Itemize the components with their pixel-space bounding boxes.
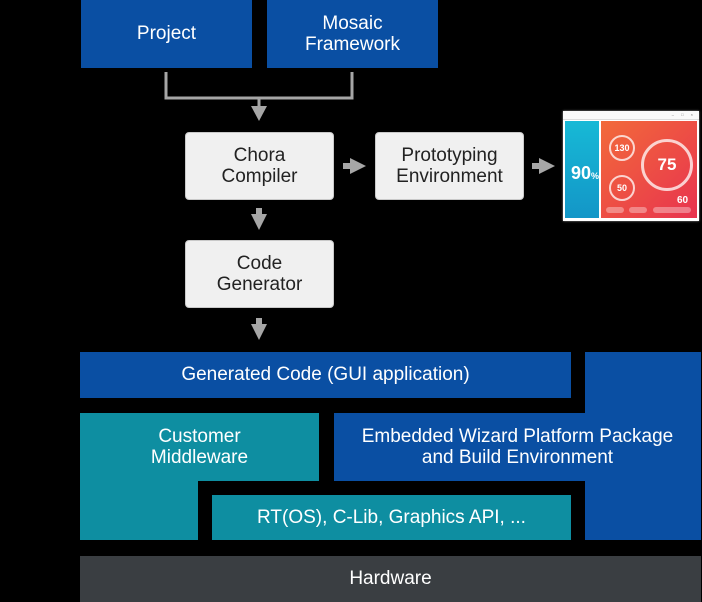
prototyping-environment-box: Prototyping Environment — [375, 132, 524, 200]
preview-readout: 60 — [677, 195, 689, 206]
arrow-to-generator — [251, 214, 267, 230]
window-controls-icon: – □ × — [671, 112, 696, 117]
platform-package-box: Embedded Wizard Platform Package and Bui… — [334, 413, 701, 481]
preview-humidity-value: 90% — [571, 163, 600, 183]
rtos-box: RT(OS), C-Lib, Graphics API, ... — [212, 495, 571, 540]
preview-gauge-small-top: 130 — [609, 135, 635, 161]
hardware-box: Hardware — [80, 556, 701, 602]
preview-gauge-small-bottom: 50 — [609, 175, 635, 201]
project-box: Project — [81, 0, 252, 68]
prototype-app-preview: – □ × 90% 130 50 75 60 — [563, 111, 699, 221]
arrow-to-compiler — [251, 106, 267, 121]
chora-compiler-box: Chora Compiler — [185, 132, 334, 200]
generated-code-box: Generated Code (GUI application) — [80, 352, 571, 398]
arrow-to-app-preview — [539, 158, 555, 174]
preview-slider — [653, 207, 691, 213]
customer-middleware-box: Customer Middleware — [80, 413, 319, 481]
preview-titlebar: – □ × — [563, 111, 699, 120]
preview-humidity-panel: 90% — [565, 121, 599, 218]
merge-connector — [164, 72, 354, 100]
preview-gauge-panel: 130 50 75 60 — [601, 121, 697, 218]
arrow-to-prototyping — [350, 158, 366, 174]
code-generator-box: Code Generator — [185, 240, 334, 308]
preview-button-1 — [606, 207, 624, 213]
arrow-to-generated-code — [251, 324, 267, 340]
mosaic-framework-box: Mosaic Framework — [267, 0, 438, 68]
customer-middleware-lower-block — [80, 481, 198, 540]
preview-button-2 — [629, 207, 647, 213]
preview-gauge-big: 75 — [641, 139, 693, 191]
